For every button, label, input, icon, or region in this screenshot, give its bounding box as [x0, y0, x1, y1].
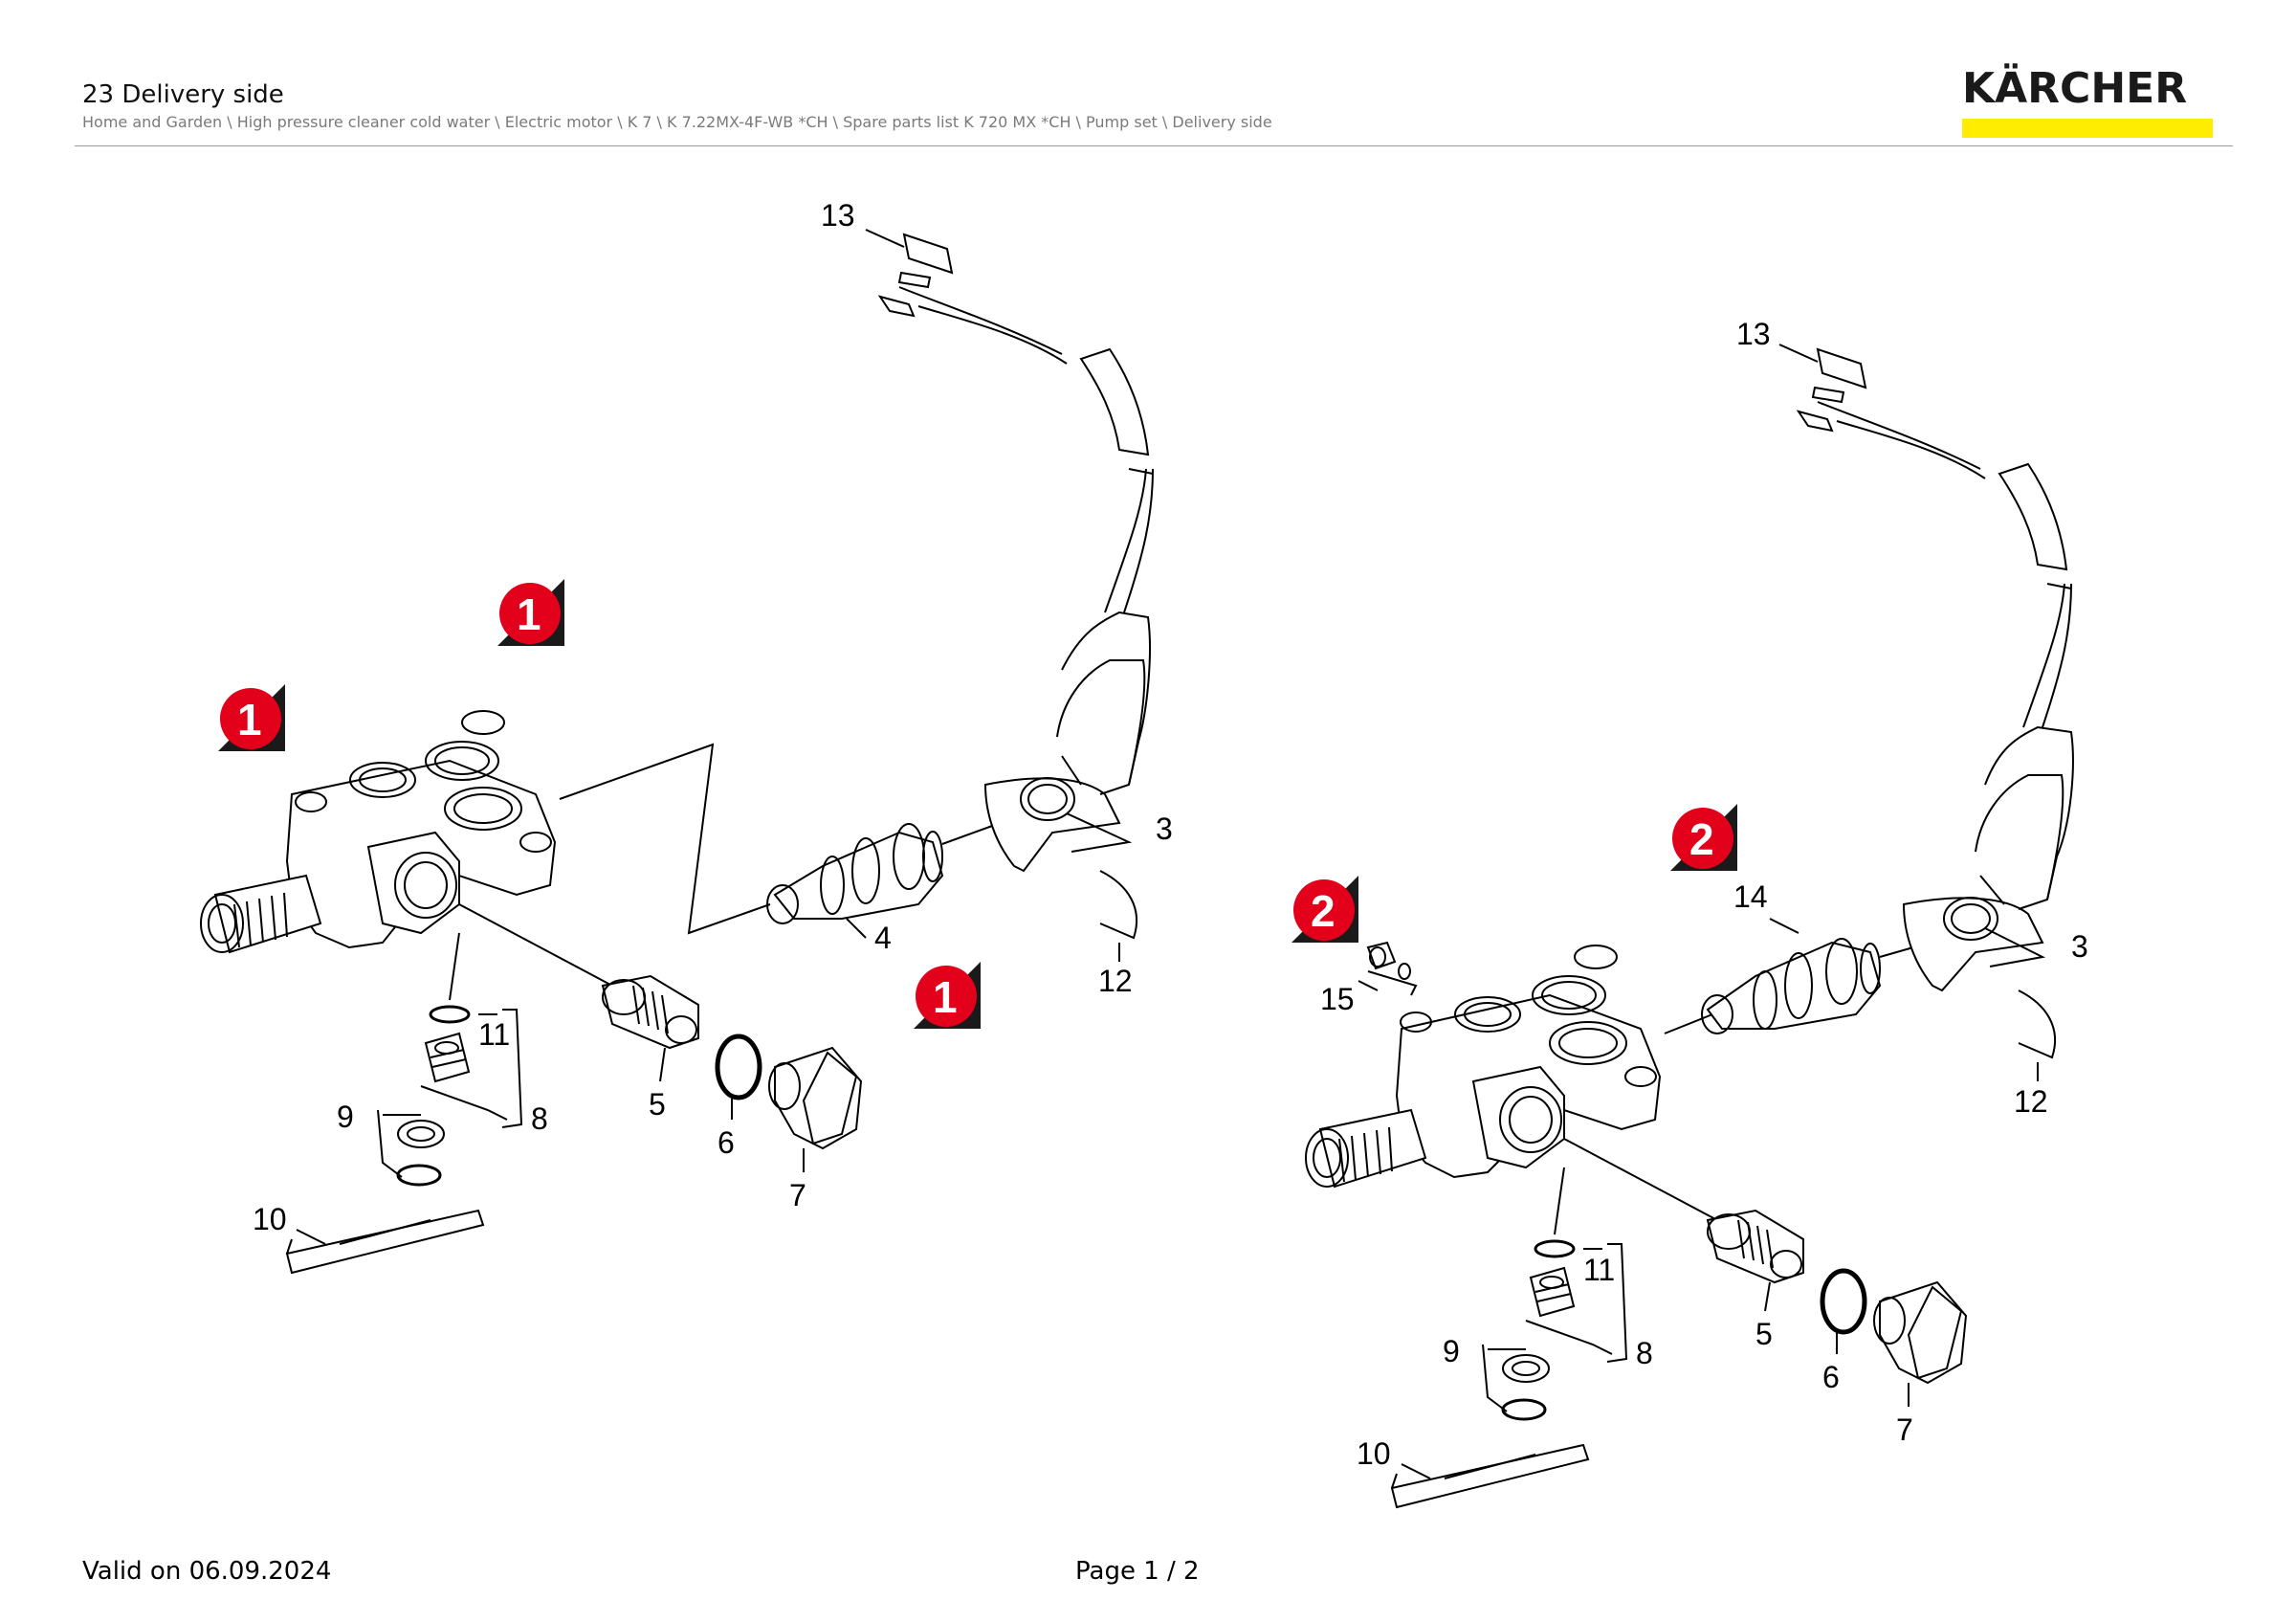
label-right-8: 8: [1636, 1336, 1653, 1370]
label-right-3: 3: [2071, 929, 2088, 964]
label-left-7: 7: [789, 1178, 806, 1212]
svg-text:2: 2: [1689, 814, 1714, 864]
page-title: 23 Delivery side: [82, 80, 284, 109]
label-left-6: 6: [718, 1125, 735, 1160]
callout-badge-1c[interactable]: 1: [914, 962, 981, 1029]
label-right-14: 14: [1733, 879, 1768, 914]
right-assembly: [1305, 344, 2074, 1509]
callout-badge-1a[interactable]: 1: [497, 579, 564, 646]
label-right-15: 15: [1320, 982, 1355, 1016]
svg-text:2: 2: [1311, 886, 1336, 936]
header-divider: [75, 145, 2233, 146]
label-left-13: 13: [821, 198, 855, 233]
callout-badge-2b[interactable]: 2: [1292, 876, 1358, 943]
svg-text:1: 1: [933, 972, 958, 1022]
label-left-8: 8: [531, 1101, 548, 1136]
label-left-11: 11: [478, 1017, 510, 1052]
label-right-5: 5: [1755, 1317, 1773, 1351]
label-right-7: 7: [1896, 1412, 1913, 1447]
validity-date: Valid on 06.09.2024: [82, 1557, 332, 1586]
label-left-4: 4: [874, 921, 892, 955]
logo-yellow-bar: [1962, 119, 2213, 138]
callout-badge-2a[interactable]: 2: [1670, 804, 1737, 871]
label-right-12: 12: [2014, 1084, 2048, 1119]
svg-text:1: 1: [237, 695, 262, 745]
page-number: Page 1 / 2: [1075, 1557, 1200, 1586]
left-assembly: [200, 229, 1154, 1275]
label-left-9: 9: [337, 1100, 354, 1134]
label-left-5: 5: [649, 1087, 666, 1122]
label-right-6: 6: [1822, 1360, 1840, 1394]
karcher-logo: KÄRCHER: [1962, 65, 2213, 138]
label-left-10: 10: [253, 1202, 287, 1236]
callout-badge-1b[interactable]: 1: [218, 684, 285, 751]
left-labels: 13 3 4 12 11 8 9 5 6 7 10: [253, 198, 1173, 1236]
breadcrumb: Home and Garden \ High pressure cleaner …: [82, 113, 1272, 131]
label-right-13: 13: [1736, 317, 1771, 351]
logo-text: KÄRCHER: [1962, 64, 2188, 113]
label-right-11: 11: [1583, 1253, 1615, 1287]
label-right-10: 10: [1357, 1436, 1391, 1471]
label-left-12: 12: [1098, 964, 1133, 998]
label-right-9: 9: [1443, 1334, 1460, 1368]
svg-text:1: 1: [517, 589, 541, 639]
right-labels: 13 3 14 12 15 11 8 9 5 6 7 10: [1320, 317, 2088, 1471]
label-left-3: 3: [1156, 812, 1173, 846]
